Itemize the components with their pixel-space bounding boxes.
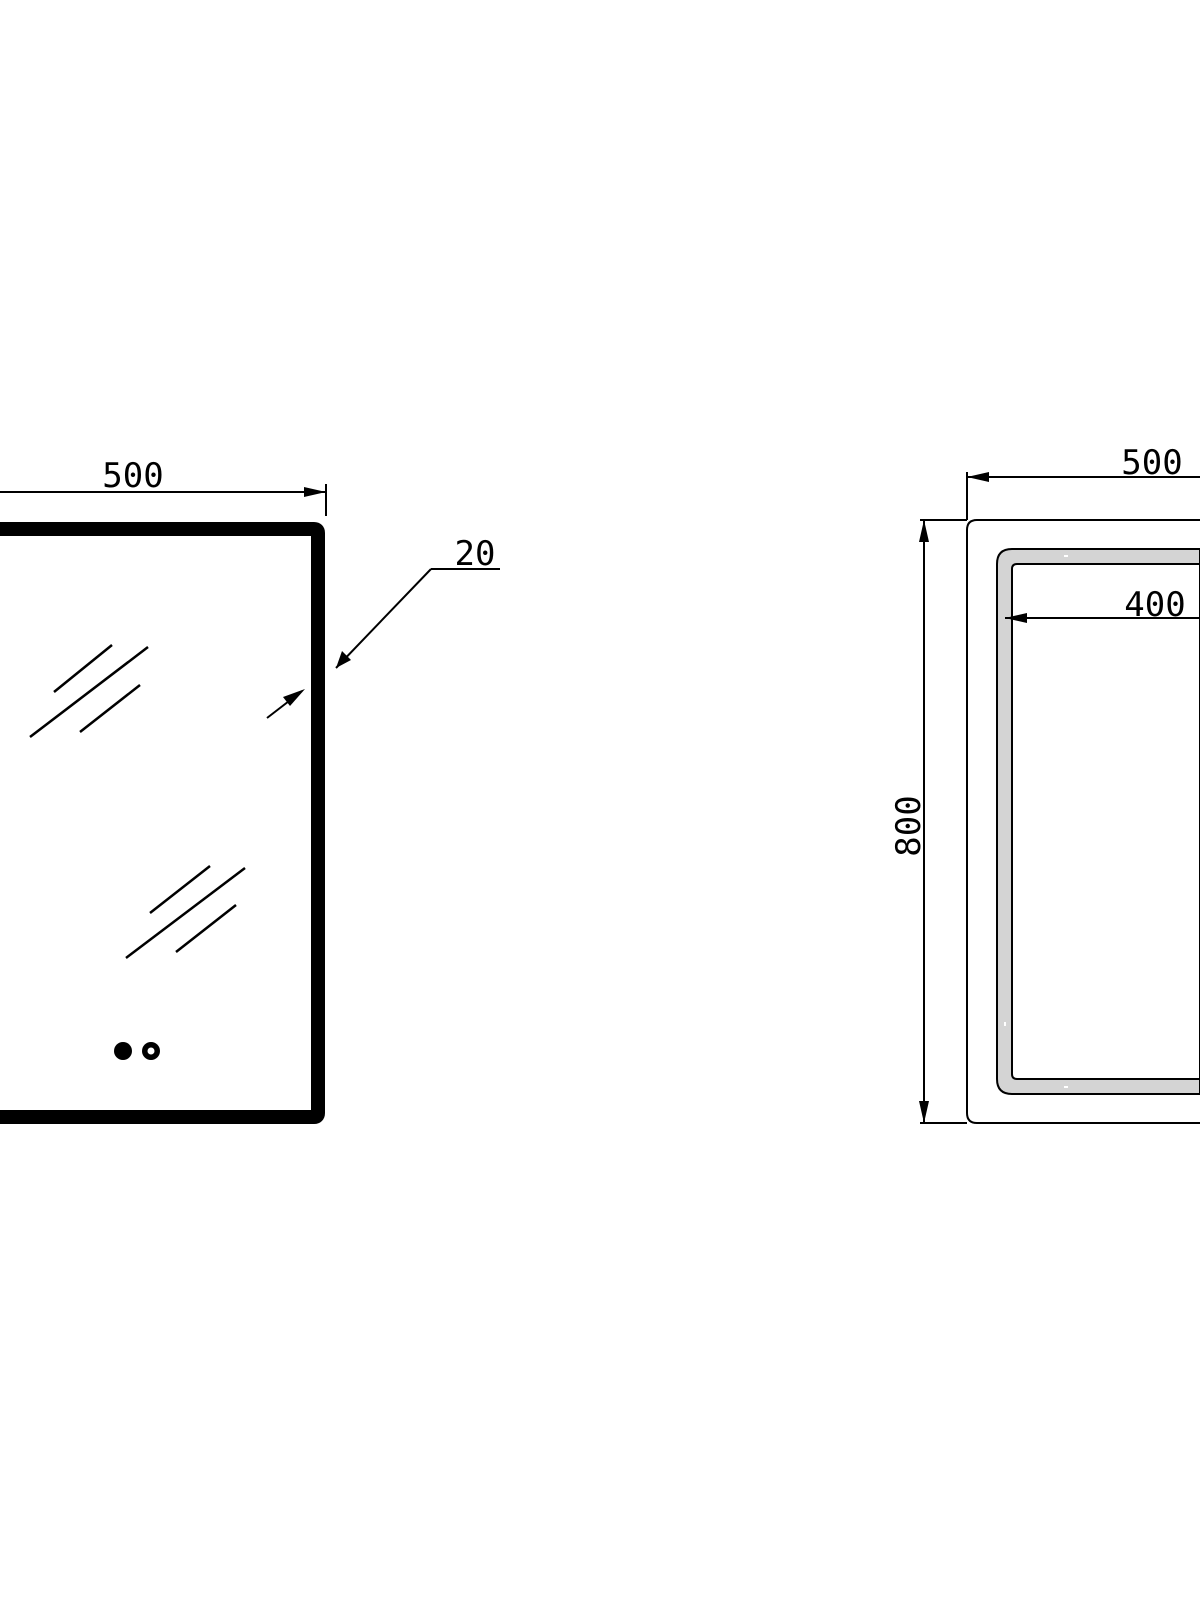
- touch-switch-icon: [114, 1042, 160, 1060]
- back-width-label: 500: [1121, 443, 1182, 483]
- led-marker-ticks: [1004, 555, 1068, 1088]
- back-view: 500 800 400: [889, 443, 1200, 1124]
- front-width-label: 500: [102, 456, 163, 496]
- back-height-dimension: 800: [889, 519, 967, 1124]
- front-width-dimension: 500: [0, 456, 327, 516]
- led-light-inner: [1011, 563, 1200, 1080]
- back-inner-width-dimension: 400: [1005, 585, 1200, 625]
- frame-thickness-label: 20: [455, 534, 496, 574]
- glass-reflection-marks: [29, 644, 246, 959]
- mirror-frame: [0, 522, 325, 1124]
- front-view: 500 20: [0, 456, 500, 1124]
- mirror-body-outline: [966, 519, 1200, 1124]
- back-height-label: 800: [889, 795, 929, 856]
- back-inner-width-label: 400: [1124, 585, 1185, 625]
- back-width-dimension: 500: [966, 443, 1200, 520]
- frame-thickness-callout: 20: [266, 534, 500, 719]
